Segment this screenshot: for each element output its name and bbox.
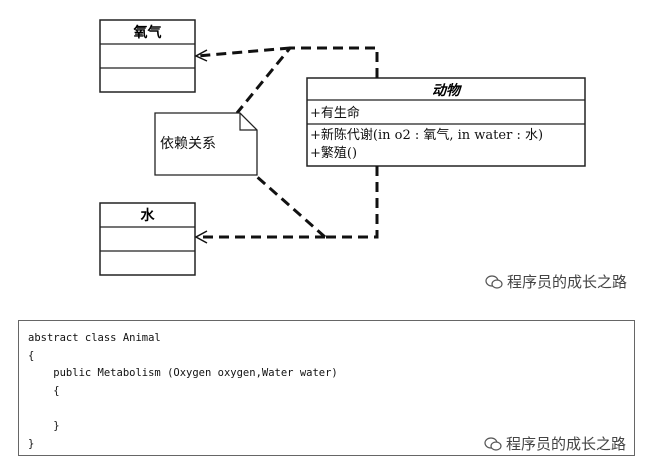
wechat-icon: [484, 436, 502, 451]
dependency-arrow-water: [194, 166, 379, 244]
code-line: public Metabolism (Oxygen oxygen,Water w…: [28, 367, 338, 379]
code-line: }: [28, 420, 60, 432]
class-animal-method: +繁殖(): [310, 145, 357, 161]
wechat-icon: [485, 274, 503, 289]
class-animal-name: 动物: [432, 82, 463, 99]
code-panel: abstract class Animal { public Metabolis…: [18, 320, 635, 456]
code-line: {: [28, 350, 35, 362]
class-water: 水: [99, 202, 196, 276]
note-dependency: 依赖关系: [154, 112, 258, 176]
class-animal: 动物 +有生命 +新陈代谢(in o2 : 氧气, in water : 水) …: [306, 77, 586, 167]
class-animal-method: +新陈代谢(in o2 : 氧气, in water : 水): [310, 127, 543, 143]
class-oxygen-name: 氧气: [133, 24, 162, 41]
class-water-name: 水: [141, 207, 156, 224]
uml-diagram: 氧气 水 动物 +有生命 +新陈代谢(in o2 : 氧气, in water …: [99, 19, 586, 276]
class-oxygen: 氧气: [99, 19, 196, 93]
class-animal-attribute: +有生命: [310, 105, 360, 121]
watermark-text: 程序员的成长之路: [506, 435, 627, 453]
watermark-text: 程序员的成长之路: [507, 273, 628, 291]
code-line: {: [28, 385, 60, 397]
watermark: 程序员的成长之路: [485, 271, 627, 292]
code-line: }: [28, 438, 35, 450]
watermark: 程序员的成长之路: [484, 433, 626, 454]
dependency-arrow-oxygen: [194, 46, 379, 114]
note-text: 依赖关系: [160, 136, 216, 152]
code-line: abstract class Animal: [28, 332, 161, 344]
